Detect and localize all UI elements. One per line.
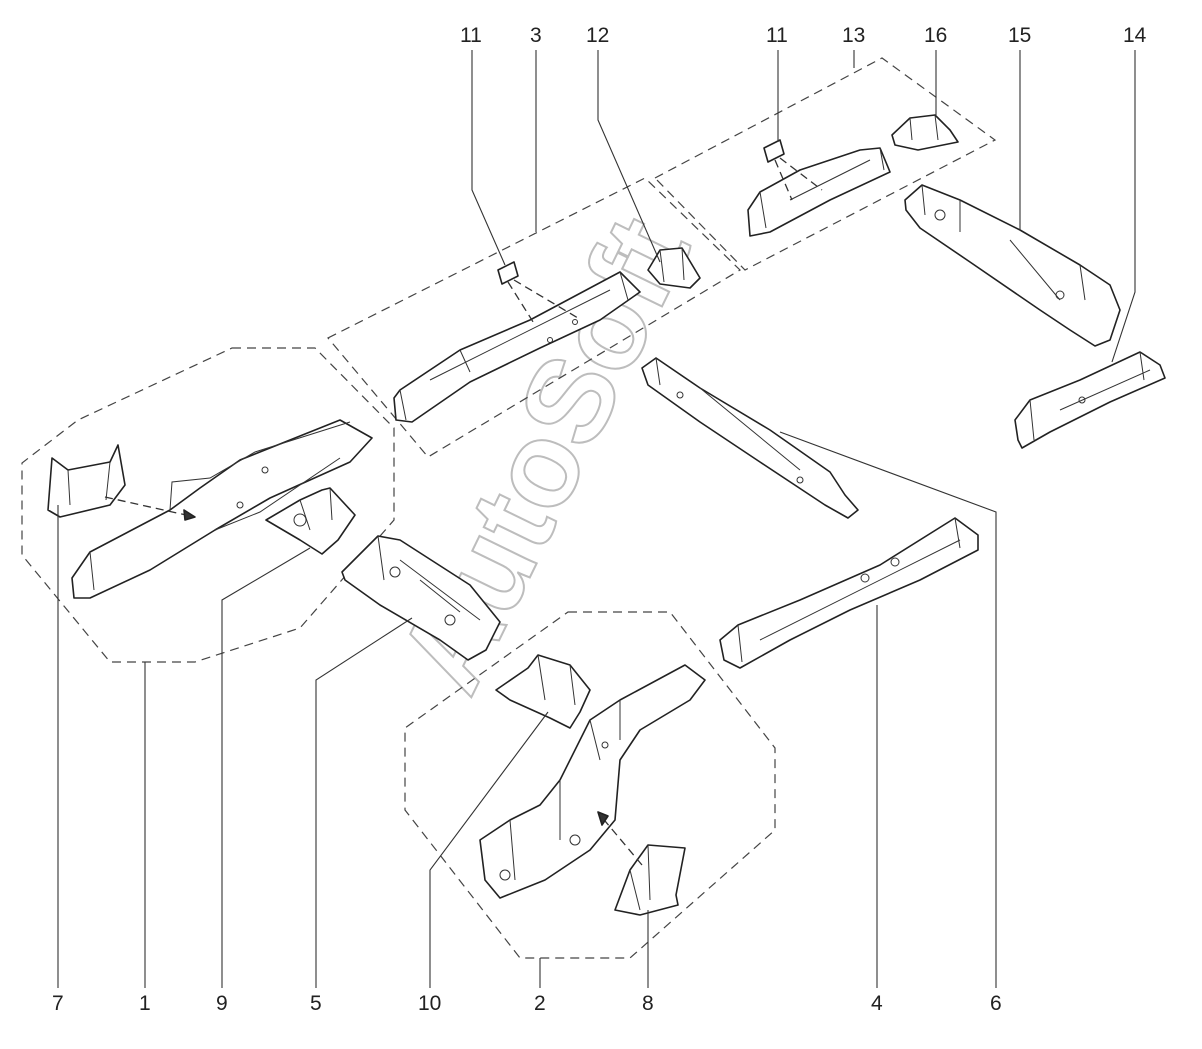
arrow-11-to-3-a [507,281,536,326]
callout-9: 9 [216,992,228,1015]
arrowhead-7-to-1 [183,509,196,521]
group-2-outline [404,611,776,959]
part-2-front-rail-right [479,664,706,899]
part-6-cross-member [641,357,859,519]
callout-4: 4 [871,992,883,1015]
callout-10: 10 [418,992,441,1015]
part-7-bracket [47,444,126,518]
arrow-8-to-2 [599,814,643,866]
part-3-rail [393,271,641,423]
part-14-rear-rail [1014,351,1166,449]
arrow-7-to-1 [104,496,196,518]
part-11-plate-a [497,261,519,285]
callout-7: 7 [52,992,64,1015]
leader-10 [429,711,549,988]
arrow-11-to-13-a [774,159,793,201]
part-8-bracket [614,844,686,916]
callout-8: 8 [642,992,654,1015]
group-3-outline [327,177,741,458]
part-5-floor-member [341,535,501,661]
group-13-outline [654,57,997,271]
callout-12: 12 [586,24,609,47]
arrowhead-8-to-2 [597,811,609,826]
callout-14: 14 [1123,24,1147,47]
arrow-11-to-13-b [779,157,823,191]
callout-5: 5 [310,992,322,1015]
callout-13: 13 [842,24,865,47]
part-12-bracket [647,247,701,289]
part-4-rail [719,517,979,669]
leader-5 [315,617,413,988]
leader-9 [221,547,311,988]
part-10-bracket [495,654,591,729]
callout-6: 6 [990,992,1002,1015]
callout-2: 2 [534,992,546,1015]
callout-11b: 11 [766,24,788,47]
part-15-rear-member [904,184,1121,347]
callout-3: 3 [530,24,542,47]
leader-11a [471,50,506,266]
part-9-bracket [265,487,356,555]
leader-12 [597,50,661,263]
part-1-front-rail-left [71,419,373,599]
leader-14 [1111,50,1136,363]
callout-15: 15 [1008,24,1031,47]
leader-6 [779,431,997,988]
callout-11a: 11 [460,24,482,47]
group-1-outline [21,347,395,663]
part-16-bracket [891,114,959,151]
callout-1: 1 [139,992,151,1015]
part-13-rail [747,147,891,237]
callout-16: 16 [924,24,947,47]
part-11-plate-b [763,139,785,163]
